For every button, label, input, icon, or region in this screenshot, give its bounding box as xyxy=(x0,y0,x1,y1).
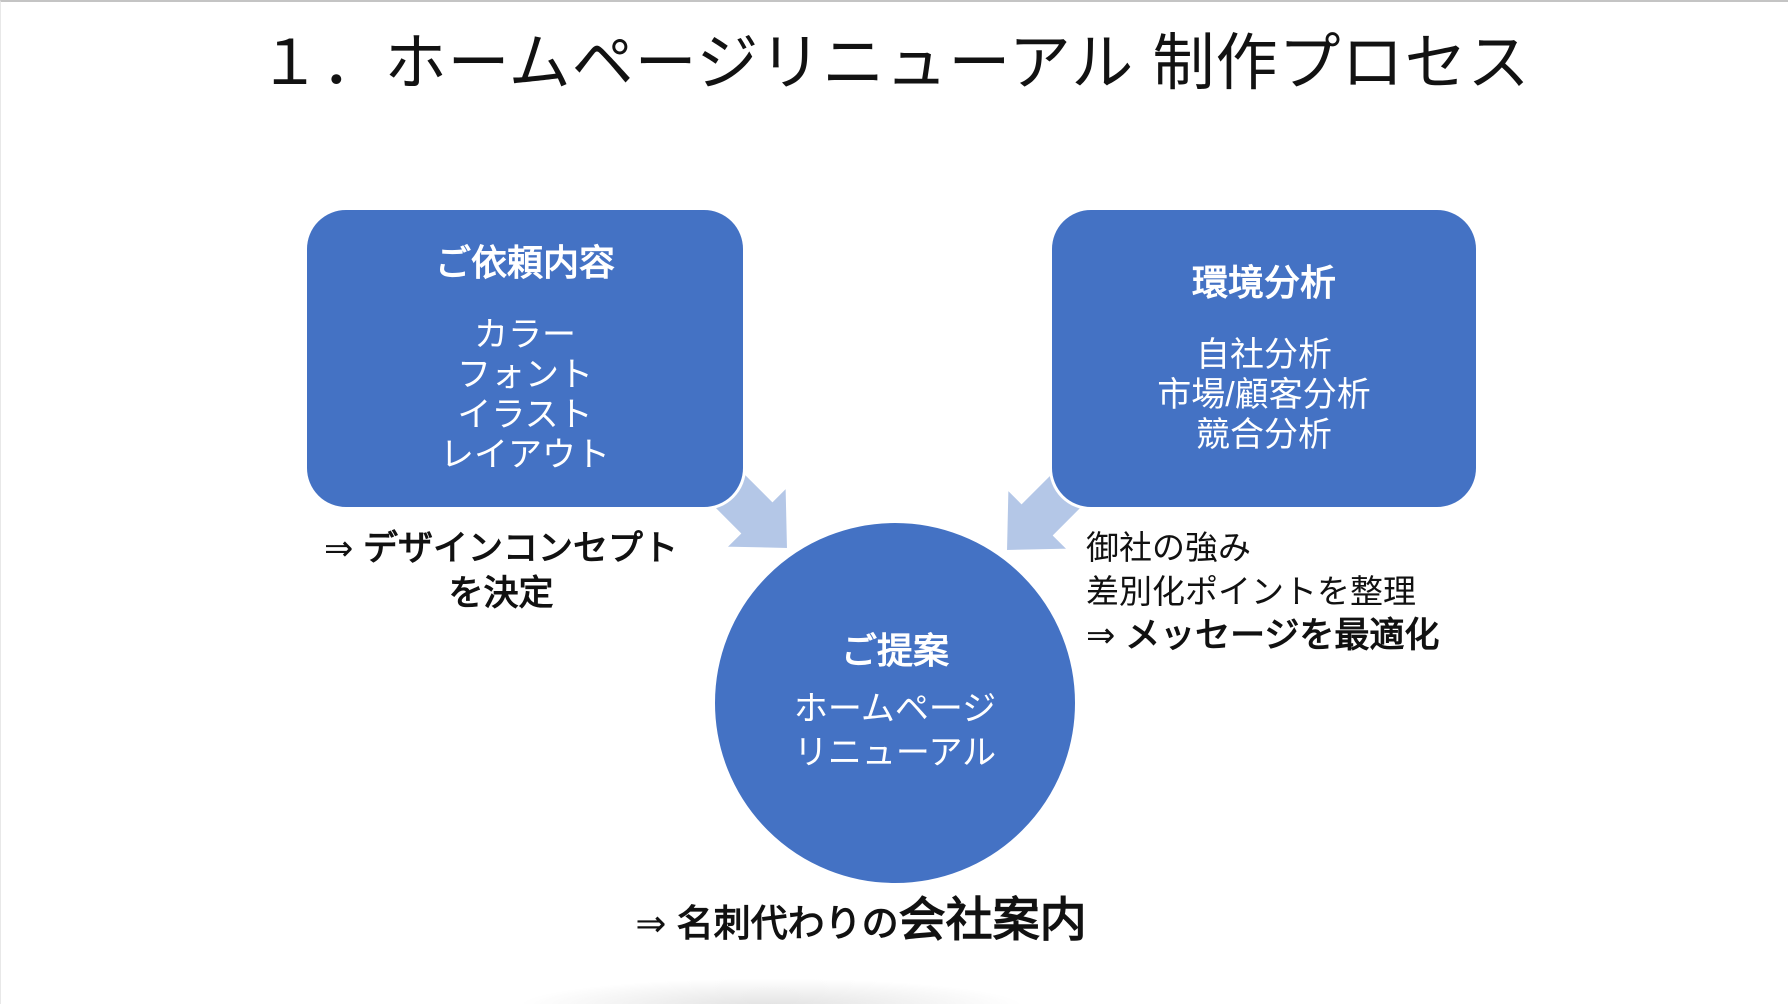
strength-note: 御社の強み 差別化ポイントを整理 ⇒ メッセージを最適化 xyxy=(1086,526,1516,658)
proposal-line-homepage: ホームページ xyxy=(793,690,997,728)
design-concept-note-line1: ⇒ デザインコンセプト xyxy=(291,526,711,571)
strength-note-line2: 差別化ポイントを整理 xyxy=(1086,573,1416,610)
request-item-color: カラー xyxy=(474,315,576,354)
double-arrow-glyph: ⇒ xyxy=(635,903,677,944)
strength-note-line1: 御社の強み xyxy=(1086,529,1251,566)
strength-note-line3-bold: メッセージを最適化 xyxy=(1125,616,1440,655)
request-item-illustration: イラスト xyxy=(457,395,593,434)
design-concept-note-line2: を決定 xyxy=(448,574,554,613)
slide-title: １．ホームページリニューアル 制作プロセス xyxy=(258,29,1531,98)
request-content-box-title: ご依頼内容 xyxy=(434,241,615,283)
double-arrow-glyph: ⇒ xyxy=(1086,616,1126,655)
request-content-box: ご依頼内容 カラー フォント イラスト レイアウト xyxy=(304,207,746,510)
proposal-circle-title: ご提案 xyxy=(840,630,949,671)
analysis-item-market-customer: 市場/顧客分析 xyxy=(1157,375,1371,414)
proposal-line-renewal: リニューアル xyxy=(793,734,997,772)
double-arrow-glyph: ⇒ xyxy=(323,529,364,568)
design-concept-note-bold: デザインコンセプト xyxy=(363,529,679,568)
strength-note-line3: ⇒ メッセージを最適化 xyxy=(1086,614,1516,658)
company-guide-note: ⇒ 名刺代わりの会社案内 xyxy=(591,894,1131,950)
request-item-font: フォント xyxy=(457,355,593,394)
company-guide-note-bold: 名刺代わりの xyxy=(676,903,899,944)
company-guide-note-large: 会社案内 xyxy=(898,893,1087,946)
analysis-item-competitor: 競合分析 xyxy=(1196,415,1332,454)
environment-analysis-box-title: 環境分析 xyxy=(1191,261,1336,303)
request-item-layout: レイアウト xyxy=(440,435,610,474)
environment-analysis-box: 環境分析 自社分析 市場/顧客分析 競合分析 xyxy=(1049,207,1479,510)
next-shape-shadow xyxy=(421,968,1121,1004)
proposal-circle: ご提案 ホームページ リニューアル xyxy=(712,520,1078,886)
design-concept-note: ⇒ デザインコンセプト を決定 xyxy=(291,526,711,616)
analysis-item-own-company: 自社分析 xyxy=(1196,335,1332,374)
